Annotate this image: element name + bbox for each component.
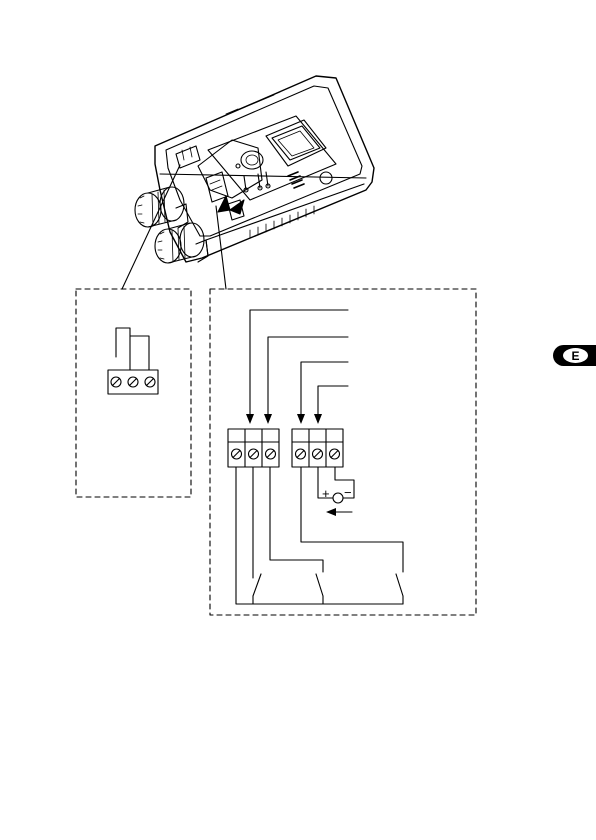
terminal-block-b xyxy=(292,429,343,467)
polarity-minus-label: − xyxy=(344,486,352,499)
terminal-screw-icon xyxy=(330,449,340,459)
leader-line-left xyxy=(122,165,180,289)
relay-switch-icon xyxy=(253,574,261,596)
jumper-wire xyxy=(116,328,149,370)
device-enclosure-outline xyxy=(155,76,374,262)
terminal-screw-icon xyxy=(128,377,138,387)
detail-box-left xyxy=(76,289,191,497)
terminal-screw-icon xyxy=(313,449,323,459)
terminal-screw-icon xyxy=(296,449,306,459)
terminal-block-left xyxy=(108,370,158,394)
transformer-icon xyxy=(266,120,326,188)
device-inner-rim xyxy=(166,86,362,236)
device-enclosure-skirt xyxy=(160,174,366,256)
indicator-lamp-icon xyxy=(320,172,332,184)
adjustment-knob-lower xyxy=(155,223,208,263)
relay-switch-icon xyxy=(316,574,323,596)
terminal-screw-icon xyxy=(266,449,276,459)
device-top-ribs xyxy=(226,92,280,114)
terminal-screw-icon xyxy=(249,449,259,459)
terminal-screw-icon xyxy=(232,449,242,459)
device-circuit-board xyxy=(208,116,336,200)
language-badge: E xyxy=(563,348,588,363)
language-letter: E xyxy=(571,350,579,362)
indicator-lamp-icon xyxy=(333,493,343,503)
polarity-plus-label: + xyxy=(322,487,330,500)
input-wires xyxy=(246,310,348,424)
relay-switch-icon xyxy=(396,574,403,596)
device-illustration xyxy=(155,76,374,262)
device-side-ribs xyxy=(250,206,314,238)
terminal-screw-icon xyxy=(111,377,121,387)
language-tab[interactable]: E xyxy=(553,345,596,366)
leader-line-right xyxy=(216,206,226,289)
wire-arrow-icon xyxy=(246,414,322,424)
adjustment-knob-upper xyxy=(135,187,188,228)
terminal-screw-icon xyxy=(145,377,155,387)
terminal-block-a xyxy=(228,429,279,467)
